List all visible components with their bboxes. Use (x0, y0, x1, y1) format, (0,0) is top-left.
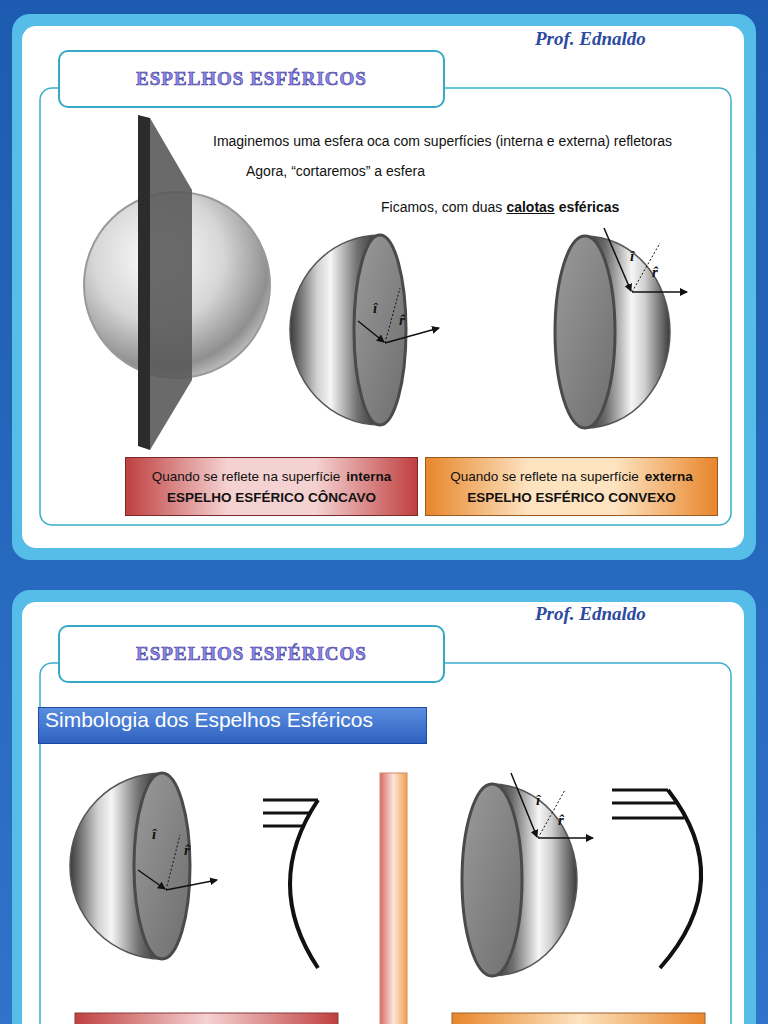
node-title: Simbologia dos Espelhos Esféricos (45, 708, 373, 732)
text-row: Simbologia dos Espelhos Esféricos (45, 708, 373, 732)
angle-label: r̂ (558, 812, 564, 829)
node-text: ESPELHO ESFÉRICO CONVEXO (467, 490, 676, 505)
angle-label: î (536, 792, 540, 809)
node-text: Quando se reflete na superfície (152, 469, 340, 484)
keyword: calotas (506, 199, 554, 215)
text-row: ESPELHOS ESFÉRICOS (136, 643, 367, 665)
author-name: Prof. Ednaldo (535, 603, 646, 625)
text-row: Quando se reflete na superfície interna (152, 469, 391, 484)
node-text: Quando se reflete na superfície (450, 469, 638, 484)
angle-label: î (152, 826, 156, 843)
title-banner: ESPELHOS ESFÉRICOS (58, 50, 445, 108)
concave-box: Quando se reflete na superfície internaES… (125, 457, 418, 516)
text-row: ESPELHOS ESFÉRICOS (136, 68, 367, 90)
node-text: ESPELHO ESFÉRICO CÔNCAVO (167, 490, 376, 505)
angle-label: r̂ (184, 842, 190, 859)
keyword: esféricas (559, 199, 620, 215)
text-row: ESPELHO ESFÉRICO CÔNCAVO (167, 490, 376, 505)
intro-text: Ficamos, com duas (381, 199, 502, 215)
intro-text: Agora, “cortaremos” a esfera (246, 163, 425, 179)
convex-box: Quando se reflete na superfície externaES… (425, 457, 718, 516)
title-banner: ESPELHOS ESFÉRICOS (58, 625, 445, 683)
angle-label: r̂ (399, 312, 405, 329)
angle-label: î (373, 300, 377, 317)
text-row: Quando se reflete na superfície externa (450, 469, 692, 484)
node-text: interna (346, 469, 391, 484)
text-row: ESPELHO ESFÉRICO CONVEXO (467, 490, 676, 505)
node-title: ESPELHOS ESFÉRICOS (136, 643, 367, 665)
node-text: externa (645, 469, 693, 484)
text-line: Ficamos, com duascalotas esféricas (381, 199, 619, 215)
angle-label: r̂ (652, 264, 658, 281)
node-title: ESPELHOS ESFÉRICOS (136, 68, 367, 90)
author-name: Prof. Ednaldo (535, 28, 646, 50)
section-bar: Simbologia dos Espelhos Esféricos (38, 707, 427, 744)
intro-text: Imaginemos uma esfera oca com superfície… (213, 133, 672, 149)
angle-label: î (630, 248, 634, 265)
